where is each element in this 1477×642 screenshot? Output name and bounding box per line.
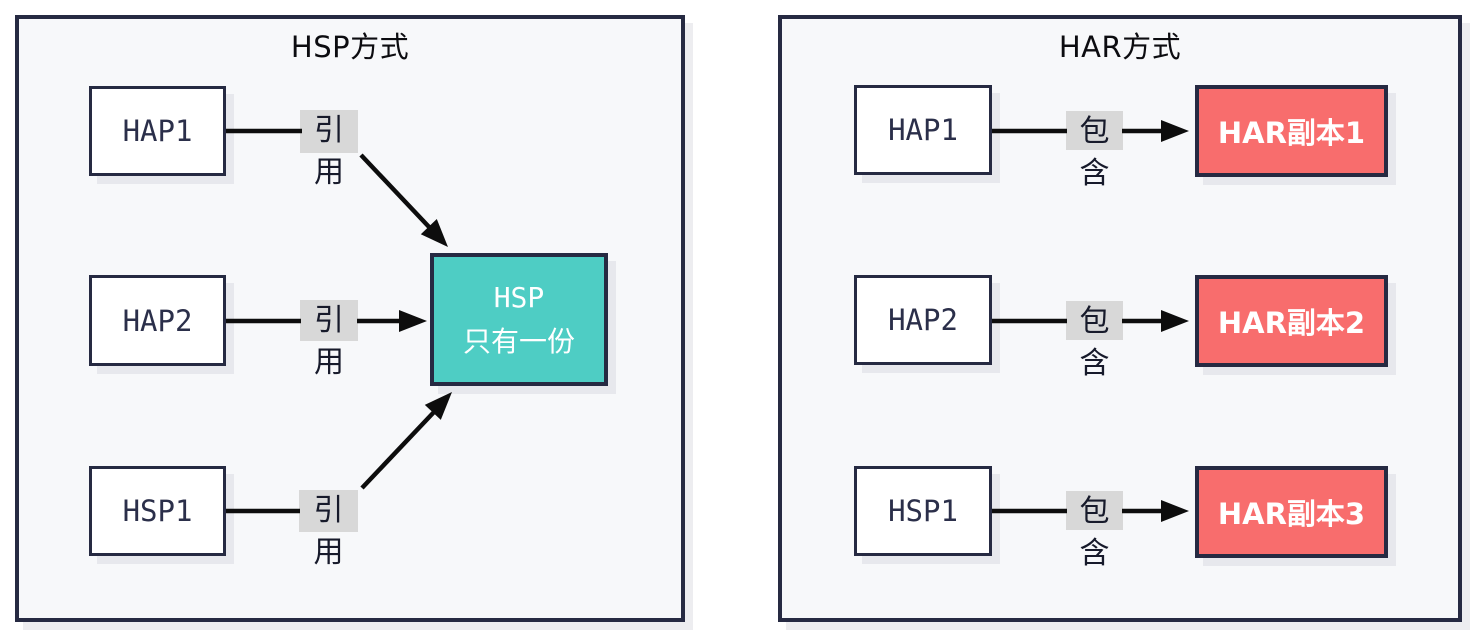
hsp-node-hsp1: HSP1 — [89, 466, 226, 556]
har-node-hsp1-label: HSP1 — [888, 494, 958, 528]
har-copy-node-1-label: HAR副本1 — [1217, 116, 1366, 150]
har-edge-label-3: 包含 — [1066, 491, 1123, 571]
hsp-node-hsp1-label: HSP1 — [122, 494, 193, 528]
har-panel: HAR方式 HAP1 HAP2 HSP1 包含 包含 包含 HAR副本1 HAR… — [778, 15, 1462, 622]
hsp-edge-label-3: 引用 — [299, 490, 358, 570]
hsp-shared-node: HSP 只有一份 — [430, 253, 608, 386]
har-panel-title: HAR方式 — [1058, 30, 1182, 64]
hsp-edge-label-2: 引用 — [300, 300, 358, 380]
har-node-hsp1: HSP1 — [854, 466, 992, 556]
har-copy-node-2-label: HAR副本2 — [1217, 306, 1366, 340]
har-copy-node-1: HAR副本1 — [1195, 85, 1388, 177]
har-edge-label-1: 包含 — [1066, 111, 1123, 191]
har-node-hap2-label: HAP2 — [888, 303, 958, 337]
hsp-shared-node-line1: HSP — [493, 280, 545, 314]
hsp-node-hap2-label: HAP2 — [122, 303, 193, 338]
hsp-node-hap1: HAP1 — [89, 86, 226, 176]
har-copy-node-3: HAR副本3 — [1195, 466, 1388, 558]
hsp-shared-node-line2: 只有一份 — [462, 324, 575, 358]
hsp-node-hap2: HAP2 — [89, 275, 226, 366]
har-node-hap1-label: HAP1 — [888, 113, 958, 147]
har-node-hap2: HAP2 — [854, 275, 992, 365]
hsp-node-hap1-label: HAP1 — [122, 114, 193, 148]
har-copy-node-2: HAR副本2 — [1195, 275, 1388, 367]
hsp-panel: HSP方式 HAP1 HAP2 HSP1 引用 引用 引用 HSP 只有一份 — [15, 15, 685, 622]
har-node-hap1: HAP1 — [854, 85, 992, 175]
hsp-panel-title: HSP方式 — [290, 30, 410, 64]
har-edge-label-2: 包含 — [1066, 301, 1123, 381]
har-copy-node-3-label: HAR副本3 — [1217, 497, 1366, 531]
hsp-edge-label-1: 引用 — [300, 110, 358, 190]
